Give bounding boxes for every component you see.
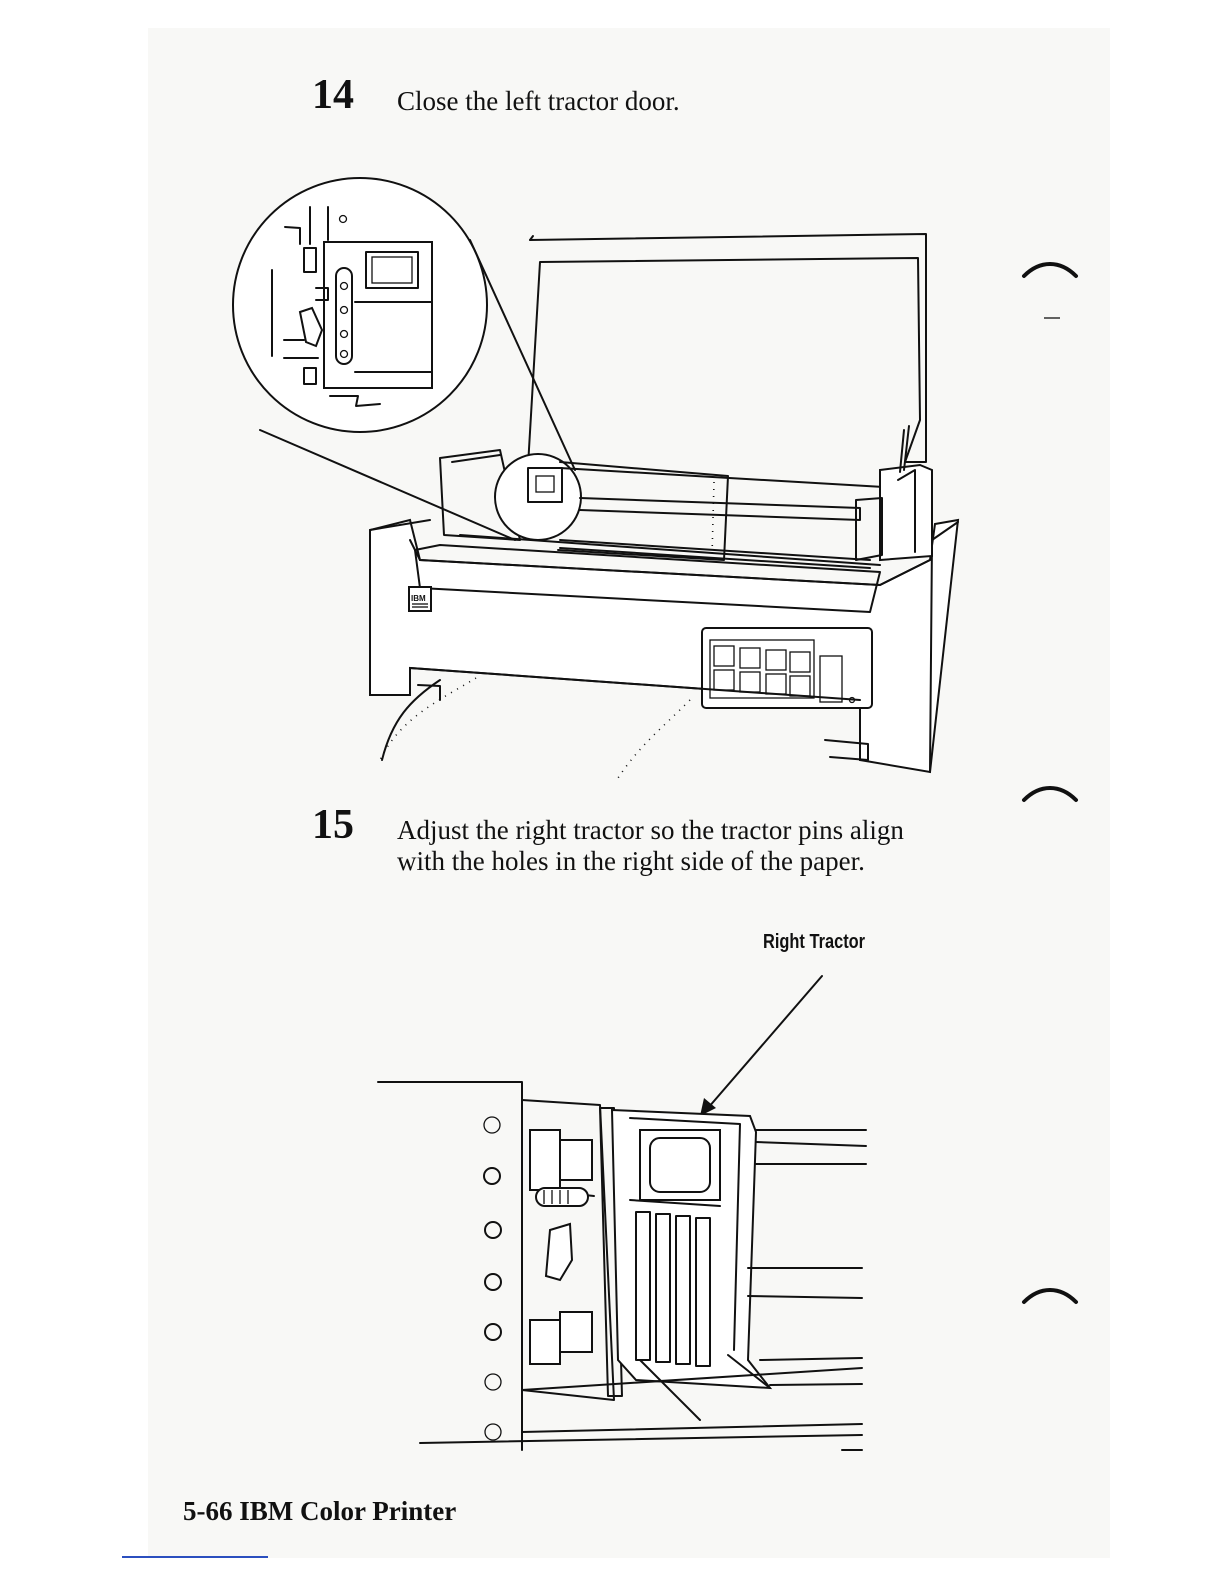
step-15-text-line-2: with the holes in the right side of the … [397, 846, 865, 877]
footer-rule [122, 1556, 268, 1558]
binding-marks [1010, 240, 1090, 1340]
footer-title: IBM Color Printer [239, 1496, 456, 1526]
step-15-number: 15 [312, 804, 354, 846]
page-footer: 5-66 IBM Color Printer [183, 1496, 456, 1527]
right-tractor-label: Right Tractor [763, 931, 865, 954]
step-15-text-line-1: Adjust the right tractor so the tractor … [397, 815, 904, 846]
printer-logo: IBM [411, 594, 426, 603]
footer-page-number: 5-66 [183, 1496, 233, 1526]
